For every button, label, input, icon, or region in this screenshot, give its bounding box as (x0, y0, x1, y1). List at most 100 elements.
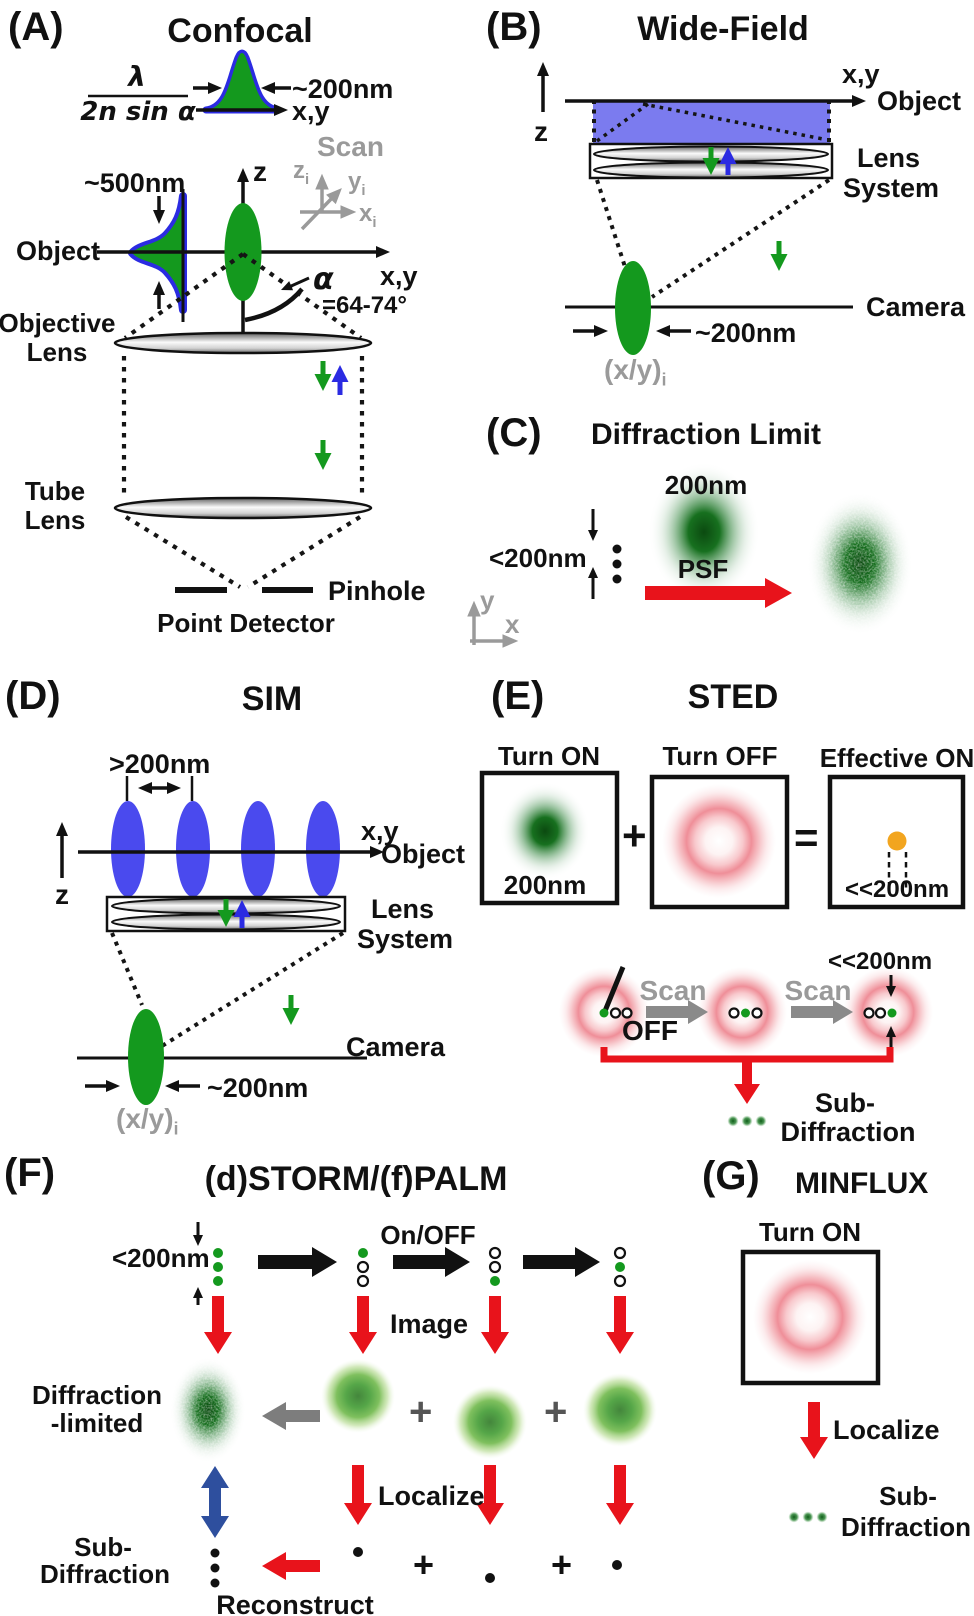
arrow-down-icon (153, 210, 165, 224)
sim-fringe (241, 801, 275, 897)
xy-axis-arrow-icon (274, 104, 288, 116)
red-arrow-down-icon (606, 1465, 634, 1525)
diffraction-limited-label-2: -limited (50, 1408, 144, 1438)
axial-fwhm-label: ~500nm (84, 168, 186, 198)
image-spot-ellipse (615, 261, 651, 355)
y-axis-label: y (480, 585, 495, 615)
spacing-label: <200nm (112, 1243, 210, 1273)
arrow-left-icon (261, 82, 275, 94)
image-coordinates-label: (x/y)i (604, 354, 667, 390)
diffraction-limited-image (170, 1357, 246, 1463)
panel-a-tag: (A) (8, 5, 64, 49)
noisy-image-blob (807, 492, 913, 635)
sub-diffraction-label-1: Sub- (74, 1532, 132, 1562)
red-arrow-down-icon (204, 1296, 232, 1354)
scan-axes-glyph (300, 174, 356, 231)
red-arrow-down-icon (606, 1296, 634, 1354)
panel-e-art (479, 770, 966, 1127)
sim-fringe (306, 801, 340, 897)
image-spot-ellipse (128, 1009, 164, 1105)
objective-lens-label-2: Lens (26, 337, 88, 367)
localized-point (353, 1547, 363, 1557)
lens-system-label-1: Lens (371, 894, 435, 924)
psf-blob (648, 462, 760, 602)
sub-diffraction-label-2: Diffraction (841, 1512, 971, 1542)
tube-lens-label-2: Lens (24, 505, 86, 535)
blue-double-arrow-icon (201, 1466, 229, 1538)
scan-arrow-icon (646, 1000, 708, 1024)
localize-step-label: Localize (378, 1481, 485, 1511)
panel-e-title: STED (687, 678, 779, 716)
panel-f-art (170, 1222, 657, 1588)
localized-point (612, 1560, 622, 1570)
sim-fringe (176, 801, 210, 897)
red-arrow-down-icon (800, 1402, 828, 1459)
red-arrow-down-icon (734, 1059, 760, 1104)
single-molecule-image (321, 1359, 395, 1433)
spacing-label: <200nm (489, 543, 587, 573)
effective-size-label: <<200nm (844, 876, 950, 903)
pinhole-right (262, 587, 313, 593)
arrow-up-icon (153, 281, 165, 295)
off-slash (602, 966, 626, 1012)
red-arrow-down-icon (349, 1296, 377, 1354)
scan-arrow-icon (791, 1000, 853, 1024)
scan-z-label: zi (293, 157, 310, 188)
localize-step-label: Localize (833, 1415, 940, 1445)
panel-c-art (467, 462, 913, 648)
panel-e-tag: (E) (491, 674, 545, 718)
excitation-emission-arrows (314, 361, 349, 470)
point-detector-label: Point Detector (157, 608, 335, 638)
camera-label: Camera (346, 1032, 446, 1062)
gray-arrow-left-icon (262, 1402, 320, 1430)
xy-axis-label: x,y (380, 261, 418, 291)
cone-left (123, 252, 245, 340)
lateral-fwhm-label: ~200nm (292, 74, 394, 104)
scan-y-label: yi (348, 168, 366, 199)
alpha-arc (244, 287, 304, 323)
off-label: OFF (622, 1015, 678, 1046)
z-axis-label: z (534, 116, 548, 147)
molecule-column-4 (613, 1246, 627, 1288)
lens-system-label-2: System (843, 173, 940, 203)
panel-a-title: Confocal (167, 12, 313, 50)
image-step-label: Image (390, 1309, 469, 1339)
fringe-spacing-label: >200nm (109, 749, 211, 779)
widefield-illumination (593, 101, 830, 143)
plus-sign: + (622, 812, 647, 859)
sub-diffraction-label-1: Sub- (815, 1088, 875, 1118)
single-molecule-image (453, 1385, 527, 1459)
panel-f-tag: (F) (4, 1151, 56, 1195)
object-label: Object (877, 86, 962, 116)
plus-sign: + (409, 1390, 433, 1434)
reconstruct-step-label: Reconstruct (216, 1590, 374, 1616)
black-arrow-icon (393, 1247, 470, 1277)
single-molecule-image (583, 1373, 657, 1447)
x-axis-label: x (505, 609, 520, 639)
formula-numerator: λ (128, 60, 146, 93)
red-arrow-down-icon (476, 1465, 504, 1525)
minflux-donut (753, 1260, 867, 1374)
panel-c-title: Diffraction Limit (591, 418, 821, 451)
plus-sign: + (544, 1390, 568, 1434)
red-arrow-down-icon (344, 1465, 372, 1525)
xy-axis-label: x,y (361, 816, 399, 846)
scan-label: Scan (317, 131, 384, 162)
sim-fringe (111, 801, 145, 897)
z-axis-label: z (55, 879, 69, 910)
diffraction-limited-label-1: Diffraction (32, 1380, 162, 1410)
image-coordinates-label: (x/y)i (116, 1103, 179, 1139)
panel-d-title: SIM (241, 680, 303, 718)
cone-right (241, 252, 363, 340)
molecule-column-2 (356, 1248, 370, 1288)
panel-b-title: Wide-Field (637, 10, 809, 48)
xy-axis-label: x,y (842, 59, 880, 89)
scan-size-label: <<200nm (827, 948, 933, 975)
plus-sign: + (413, 1544, 435, 1585)
panel-a-art (88, 49, 390, 593)
red-arrow-left-icon (262, 1552, 320, 1580)
localized-point (485, 1573, 495, 1583)
xy-axes-glyph (467, 601, 518, 648)
tube-lens-label-1: Tube (24, 476, 86, 506)
pinhole-label: Pinhole (328, 576, 426, 606)
